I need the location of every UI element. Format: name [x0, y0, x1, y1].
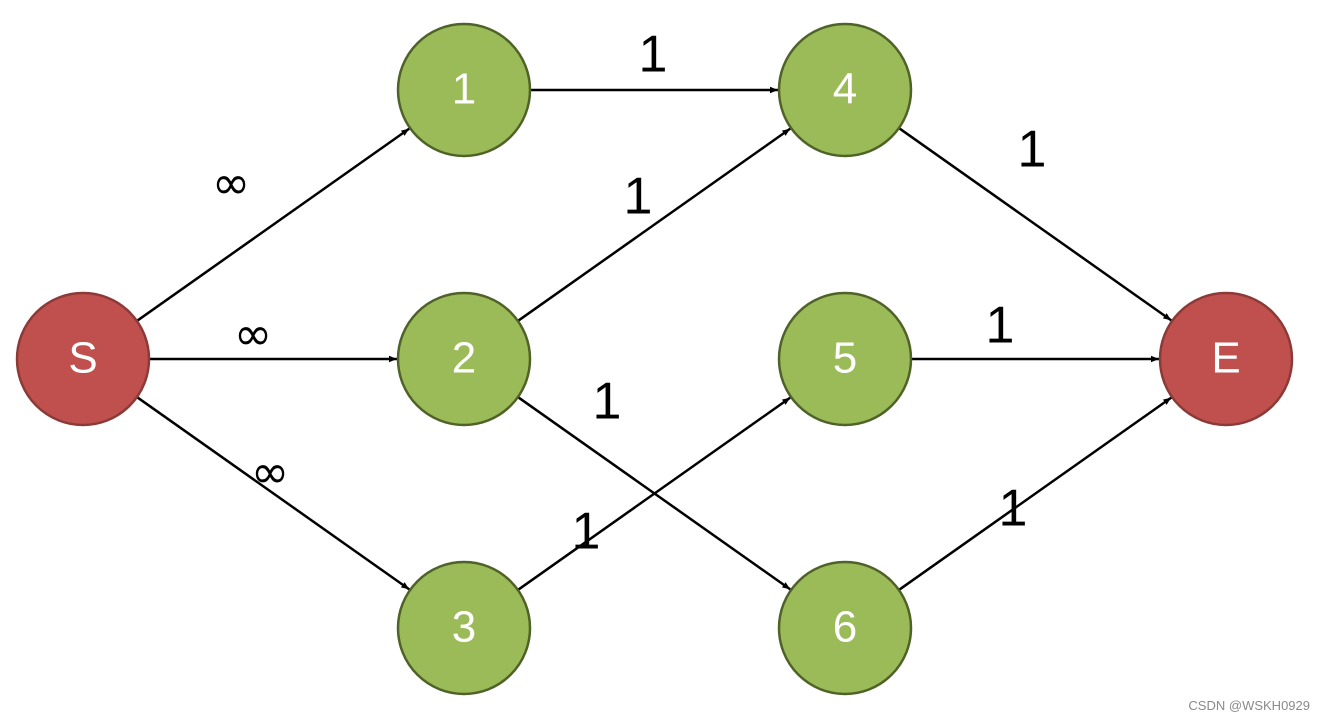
edges: ∞ ∞ ∞ 1 1 1 1 1 1 1	[136, 26, 1172, 591]
node-circle-1	[396, 22, 532, 158]
node-label-3: 3	[452, 603, 476, 652]
node-5: 5	[777, 291, 913, 427]
node-3: 3	[396, 560, 532, 696]
node-label-5: 5	[833, 334, 857, 383]
edge-label-5-E: 1	[986, 297, 1015, 355]
node-S: S	[15, 291, 151, 427]
edge-2-4	[517, 127, 791, 322]
node-circle-3	[396, 560, 532, 696]
edge-label-S-3: ∞	[251, 445, 289, 499]
node-label-4: 4	[833, 65, 857, 114]
node-label-E: E	[1211, 334, 1240, 383]
node-circle-2	[396, 291, 532, 427]
edge-4-E	[898, 127, 1172, 322]
watermark: CSDN @WSKH0929	[1188, 698, 1310, 713]
edge-3-5	[517, 396, 791, 591]
edge-label-1-4: 1	[639, 26, 668, 84]
edge-label-6-E: 1	[999, 480, 1028, 538]
edge-6-E	[898, 396, 1172, 591]
node-2: 2	[396, 291, 532, 427]
edge-label-S-1: ∞	[212, 156, 250, 210]
edge-S-1	[136, 127, 410, 322]
node-circle-E	[1158, 291, 1294, 427]
node-circle-6	[777, 560, 913, 696]
node-1: 1	[396, 22, 532, 158]
edge-label-4-E: 1	[1018, 121, 1047, 179]
node-4: 4	[777, 22, 913, 158]
node-circle-S	[15, 291, 151, 427]
edge-label-2-4: 1	[624, 168, 653, 226]
node-E: E	[1158, 291, 1294, 427]
node-6: 6	[777, 560, 913, 696]
node-label-6: 6	[833, 603, 857, 652]
edge-label-2-6: 1	[593, 373, 622, 431]
edge-label-S-2: ∞	[234, 307, 272, 361]
node-label-S: S	[68, 334, 97, 383]
nodes: S 1 2 3 4 5 6 E	[15, 22, 1294, 696]
node-label-1: 1	[452, 65, 476, 114]
node-label-2: 2	[452, 334, 476, 383]
edge-label-3-5: 1	[572, 503, 601, 561]
node-circle-5	[777, 291, 913, 427]
node-circle-4	[777, 22, 913, 158]
edge-S-3	[136, 396, 410, 591]
